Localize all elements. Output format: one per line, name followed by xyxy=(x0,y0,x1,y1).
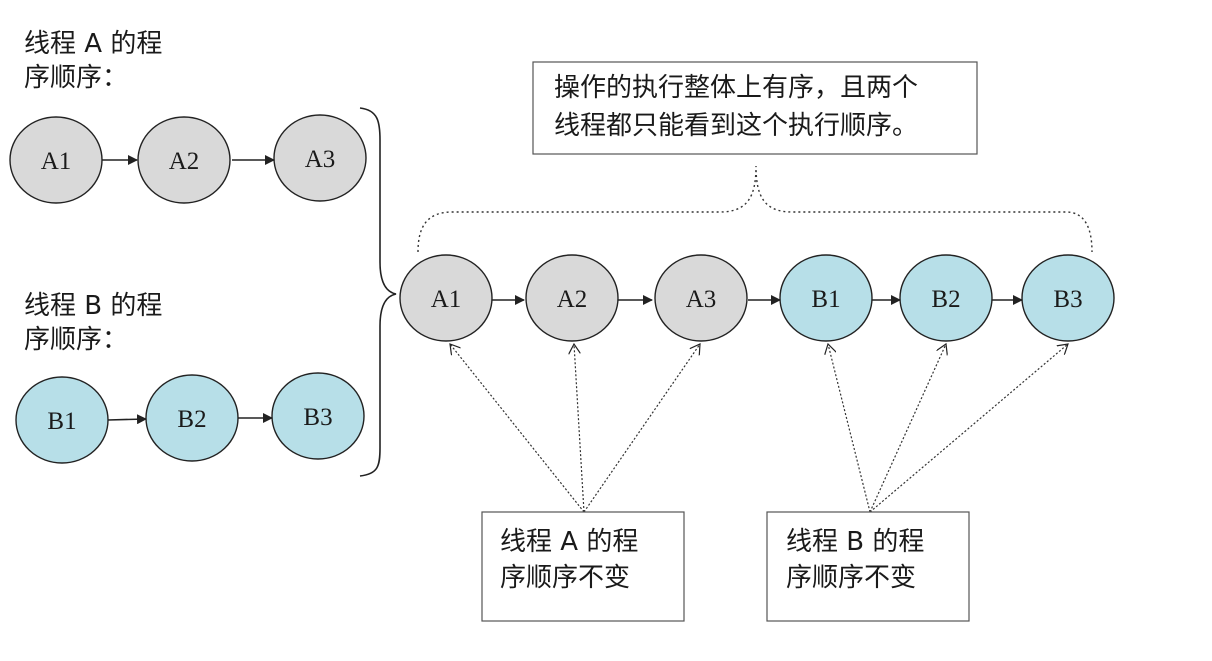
top-callout-line1: 操作的执行整体上有序，且两个 xyxy=(554,73,918,103)
pointer-arrow xyxy=(869,344,946,513)
thread-b-caption-line2: 序顺序： xyxy=(24,325,128,355)
node-label: A3 xyxy=(686,286,717,313)
node-label: A1 xyxy=(41,148,72,175)
node-label: B1 xyxy=(811,286,840,313)
thread-b-caption-line1: 线程 B 的程 xyxy=(24,291,162,321)
callout-a-box xyxy=(481,511,685,622)
node-label: A2 xyxy=(557,286,588,313)
merged-node-a2: A2 xyxy=(525,254,619,342)
thread-a-chain: A1 A2 A3 xyxy=(9,114,367,204)
merged-sequence: A1 A2 A3 B1 B2 B3 xyxy=(399,254,1115,342)
callout-b-line1: 线程 B 的程 xyxy=(786,527,924,557)
callout-thread-b: 线程 B 的程 序顺序不变 xyxy=(766,511,970,622)
pointer-arrow xyxy=(583,344,700,513)
merged-node-b1: B1 xyxy=(779,254,873,342)
merge-brace xyxy=(359,107,397,477)
merged-node-b3: B3 xyxy=(1021,254,1115,342)
merged-node-b2: B2 xyxy=(899,254,993,342)
thread-a-caption: 线程 A 的程 序顺序： xyxy=(24,29,162,93)
callout-thread-a: 线程 A 的程 序顺序不变 xyxy=(481,511,685,622)
thread-b-pointers xyxy=(828,344,1068,513)
node-label: B3 xyxy=(303,404,332,431)
node-a3: A3 xyxy=(273,114,367,202)
callout-a-line2: 序顺序不变 xyxy=(500,563,630,593)
merged-node-a3: A3 xyxy=(654,254,748,342)
thread-a-caption-line2: 序顺序： xyxy=(24,63,128,93)
pointer-arrow xyxy=(450,344,585,513)
pointer-arrow xyxy=(828,344,871,513)
node-label: A2 xyxy=(169,148,200,175)
node-label: B1 xyxy=(47,408,76,435)
node-b2: B2 xyxy=(145,374,239,462)
node-label: B2 xyxy=(177,406,206,433)
thread-b-caption: 线程 B 的程 序顺序： xyxy=(24,291,162,355)
merged-node-a1: A1 xyxy=(399,254,493,342)
callout-b-line2: 序顺序不变 xyxy=(786,563,916,593)
top-callout-line2: 线程都只能看到这个执行顺序。 xyxy=(554,111,918,141)
callout-b-box xyxy=(766,511,970,622)
node-label: B2 xyxy=(931,286,960,313)
callout-a-line1: 线程 A 的程 xyxy=(500,527,638,557)
node-label: B3 xyxy=(1053,286,1082,313)
pointer-arrow xyxy=(574,344,585,513)
top-callout-box xyxy=(532,61,978,155)
node-label: A1 xyxy=(431,286,462,313)
node-a2: A2 xyxy=(137,116,231,204)
chain-arrow xyxy=(107,414,147,425)
node-b3: B3 xyxy=(271,372,365,460)
thread-a-caption-line1: 线程 A 的程 xyxy=(24,29,162,59)
thread-b-chain: B1 B2 B3 xyxy=(15,372,365,464)
top-callout: 操作的执行整体上有序，且两个 线程都只能看到这个执行顺序。 xyxy=(532,61,978,155)
node-label: A3 xyxy=(305,146,336,173)
node-b1: B1 xyxy=(15,376,109,464)
thread-a-pointers xyxy=(450,344,700,513)
pointer-arrow xyxy=(869,344,1068,513)
sequence-brace xyxy=(417,165,1093,253)
node-a1: A1 xyxy=(9,116,103,204)
